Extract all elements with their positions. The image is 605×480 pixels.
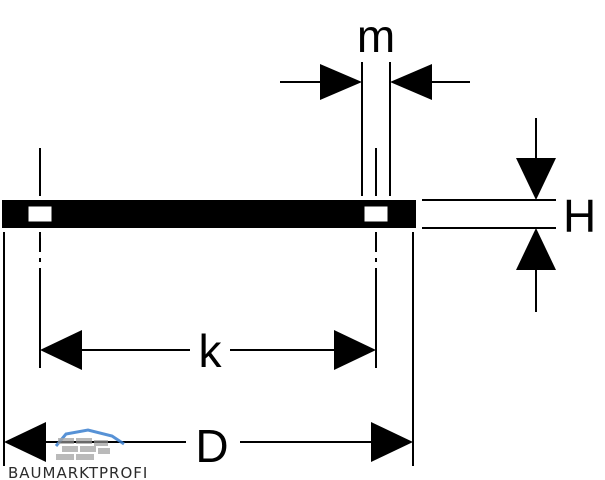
dimension-k: [40, 330, 376, 370]
extension-lines-m: [361, 62, 391, 196]
bolt-hole-right: [363, 205, 389, 223]
label-h: H: [563, 190, 596, 242]
extension-lines-d: [3, 232, 414, 466]
gasket-cross-section: [2, 200, 416, 228]
extension-lines-h: [422, 199, 556, 229]
watermark-logo: [54, 428, 125, 460]
dimension-h: [516, 118, 556, 312]
label-k: k: [199, 325, 223, 377]
watermark-brick-icon: [56, 438, 110, 460]
bolt-hole-left: [27, 205, 53, 223]
watermark-text: BAUMARKTPROFI: [8, 464, 148, 480]
label-m: m: [357, 10, 395, 62]
label-d: D: [195, 420, 228, 472]
dimension-m: [280, 64, 470, 100]
